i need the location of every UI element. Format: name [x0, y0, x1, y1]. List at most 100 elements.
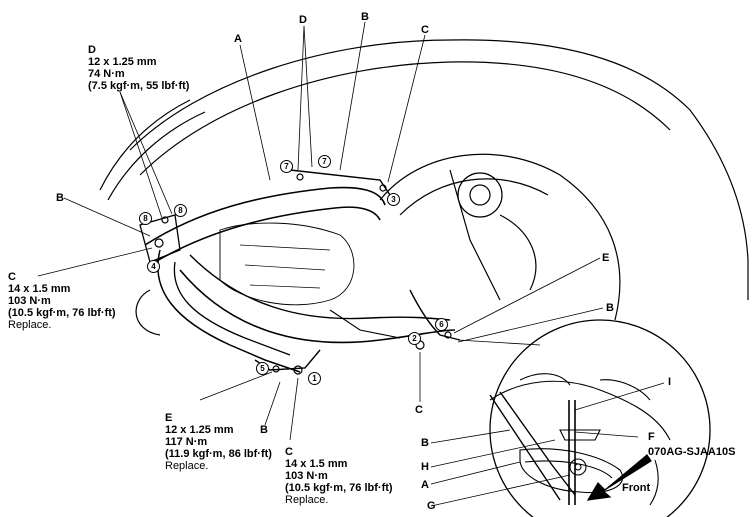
leader-A-detail: [430, 461, 521, 485]
bolt: [379, 184, 387, 192]
spec-E-letter: E: [165, 412, 173, 424]
callout-B-bottom-left: B: [260, 424, 268, 436]
leader-D-top-2: [303, 25, 313, 168]
leader-A-top: [239, 44, 271, 181]
leader-G: [430, 474, 571, 507]
subframe-left-arm: [157, 249, 301, 373]
bolt: [272, 365, 280, 373]
sequence-3: 3: [387, 193, 400, 206]
sequence-5: 5: [256, 362, 269, 375]
spec-C-left-size: 14 x 1.5 mm: [8, 283, 71, 295]
strut: [449, 169, 501, 301]
leader-F: [574, 431, 639, 438]
callout-F: F: [648, 431, 655, 443]
spec-D: D 12 x 1.25 mm 74 N·m (7.5 kgf·m, 55 lbf…: [88, 44, 189, 92]
leader-B-top: [339, 21, 366, 171]
callout-B-top: B: [361, 11, 369, 23]
detail-connector: [457, 339, 541, 346]
steering-rack: [329, 309, 401, 339]
fender-line-2: [107, 111, 206, 201]
spec-D-letter: D: [88, 44, 96, 56]
leader-H: [430, 439, 556, 468]
leader-B-bottom-left: [264, 381, 281, 426]
spec-C-left-letter: C: [8, 271, 16, 283]
callout-H: H: [421, 461, 429, 473]
spec-C-bottom: C 14 x 1.5 mm 103 N·m (10.5 kgf·m, 76 lb…: [285, 446, 393, 506]
leader-E-left: [199, 371, 273, 401]
spec-C-left: C 14 x 1.5 mm 103 N·m (10.5 kgf·m, 76 lb…: [8, 271, 116, 331]
callout-E-right: E: [602, 252, 610, 264]
engine-detail: [239, 244, 331, 289]
callout-A-detail: A: [421, 479, 429, 491]
spec-E-torque: 117 N·m: [165, 436, 208, 448]
callout-A-top: A: [234, 33, 242, 45]
spec-E-note: Replace.: [165, 460, 209, 472]
callout-C-top: C: [421, 24, 429, 36]
figure-code: 070AG-SJAA10S: [648, 446, 736, 458]
callout-I: I: [668, 376, 672, 388]
leader-B-detail: [430, 429, 511, 444]
body-inner-line: [139, 61, 671, 176]
sequence-8-left: 8: [139, 212, 152, 225]
sequence-4: 4: [147, 260, 160, 273]
spec-C-left-note: Replace.: [8, 319, 52, 331]
control-arm: [135, 289, 161, 336]
spec-D-torque: 74 N·m: [88, 68, 125, 80]
leader-D-left-2: [119, 91, 173, 215]
spec-C-bottom-note: Replace.: [285, 494, 329, 506]
sequence-1: 1: [308, 372, 321, 385]
sequence-7-top-2: 7: [318, 155, 331, 168]
spec-C-bottom-size: 14 x 1.5 mm: [285, 458, 348, 470]
leader-C-top: [387, 34, 426, 183]
spec-C-bottom-letter: C: [285, 446, 293, 458]
spec-E: E 12 x 1.25 mm 117 N·m (11.9 kgf·m, 86 l…: [165, 412, 272, 472]
right-bracket: [409, 289, 461, 341]
sequence-2: 2: [408, 332, 421, 345]
leader-I: [574, 382, 665, 411]
front-label: Front: [622, 482, 651, 494]
bolt: [154, 238, 164, 248]
bolt: [161, 216, 169, 224]
subframe-left-arm-2: [173, 261, 291, 356]
spec-C-left-torque: 103 N·m: [8, 295, 51, 307]
body-outline: [129, 39, 749, 300]
wheel-arch: [379, 153, 621, 321]
leader-B-right: [457, 307, 604, 343]
sequence-7-top: 7: [280, 160, 293, 173]
leader-B-left: [63, 197, 151, 237]
bolt: [293, 365, 303, 375]
callout-B-right: B: [606, 302, 614, 314]
wheel-arch-inner: [399, 178, 549, 216]
leader-C-bottom: [289, 377, 299, 441]
leader-E-right: [453, 257, 601, 334]
top-bracket: [289, 169, 391, 196]
fender-line: [99, 99, 191, 191]
spec-C-left-alt: (10.5 kgf·m, 76 lbf·ft): [8, 307, 116, 319]
detail-contents: [489, 373, 671, 506]
sequence-8-left-2: 8: [174, 204, 187, 217]
bolt: [296, 173, 304, 181]
detail-circle: [489, 319, 711, 517]
leader-D-top-1: [297, 25, 305, 171]
spec-E-alt: (11.9 kgf·m, 86 lbf·ft): [165, 448, 272, 460]
callout-B-detail: B: [421, 437, 429, 449]
hub-inner: [469, 184, 491, 206]
spec-D-size: 12 x 1.25 mm: [88, 56, 157, 68]
spec-D-alt: (7.5 kgf·m, 55 lbf·ft): [88, 80, 190, 92]
spec-C-bottom-alt: (10.5 kgf·m, 76 lbf·ft): [285, 482, 393, 494]
callout-G: G: [427, 500, 436, 512]
callout-D-top: D: [299, 14, 307, 26]
leader-C-left: [37, 247, 153, 277]
callout-C-bottom-mid: C: [415, 404, 423, 416]
front-arrow: [586, 454, 652, 501]
knuckle: [499, 214, 537, 291]
subframe-front-rail: [144, 186, 386, 246]
bolt: [444, 331, 452, 339]
sequence-6: 6: [435, 318, 448, 331]
subframe-crossmember: [179, 269, 456, 344]
callout-B-left: B: [56, 192, 64, 204]
spec-E-size: 12 x 1.25 mm: [165, 424, 234, 436]
subframe-front-rail-2: [154, 206, 381, 263]
